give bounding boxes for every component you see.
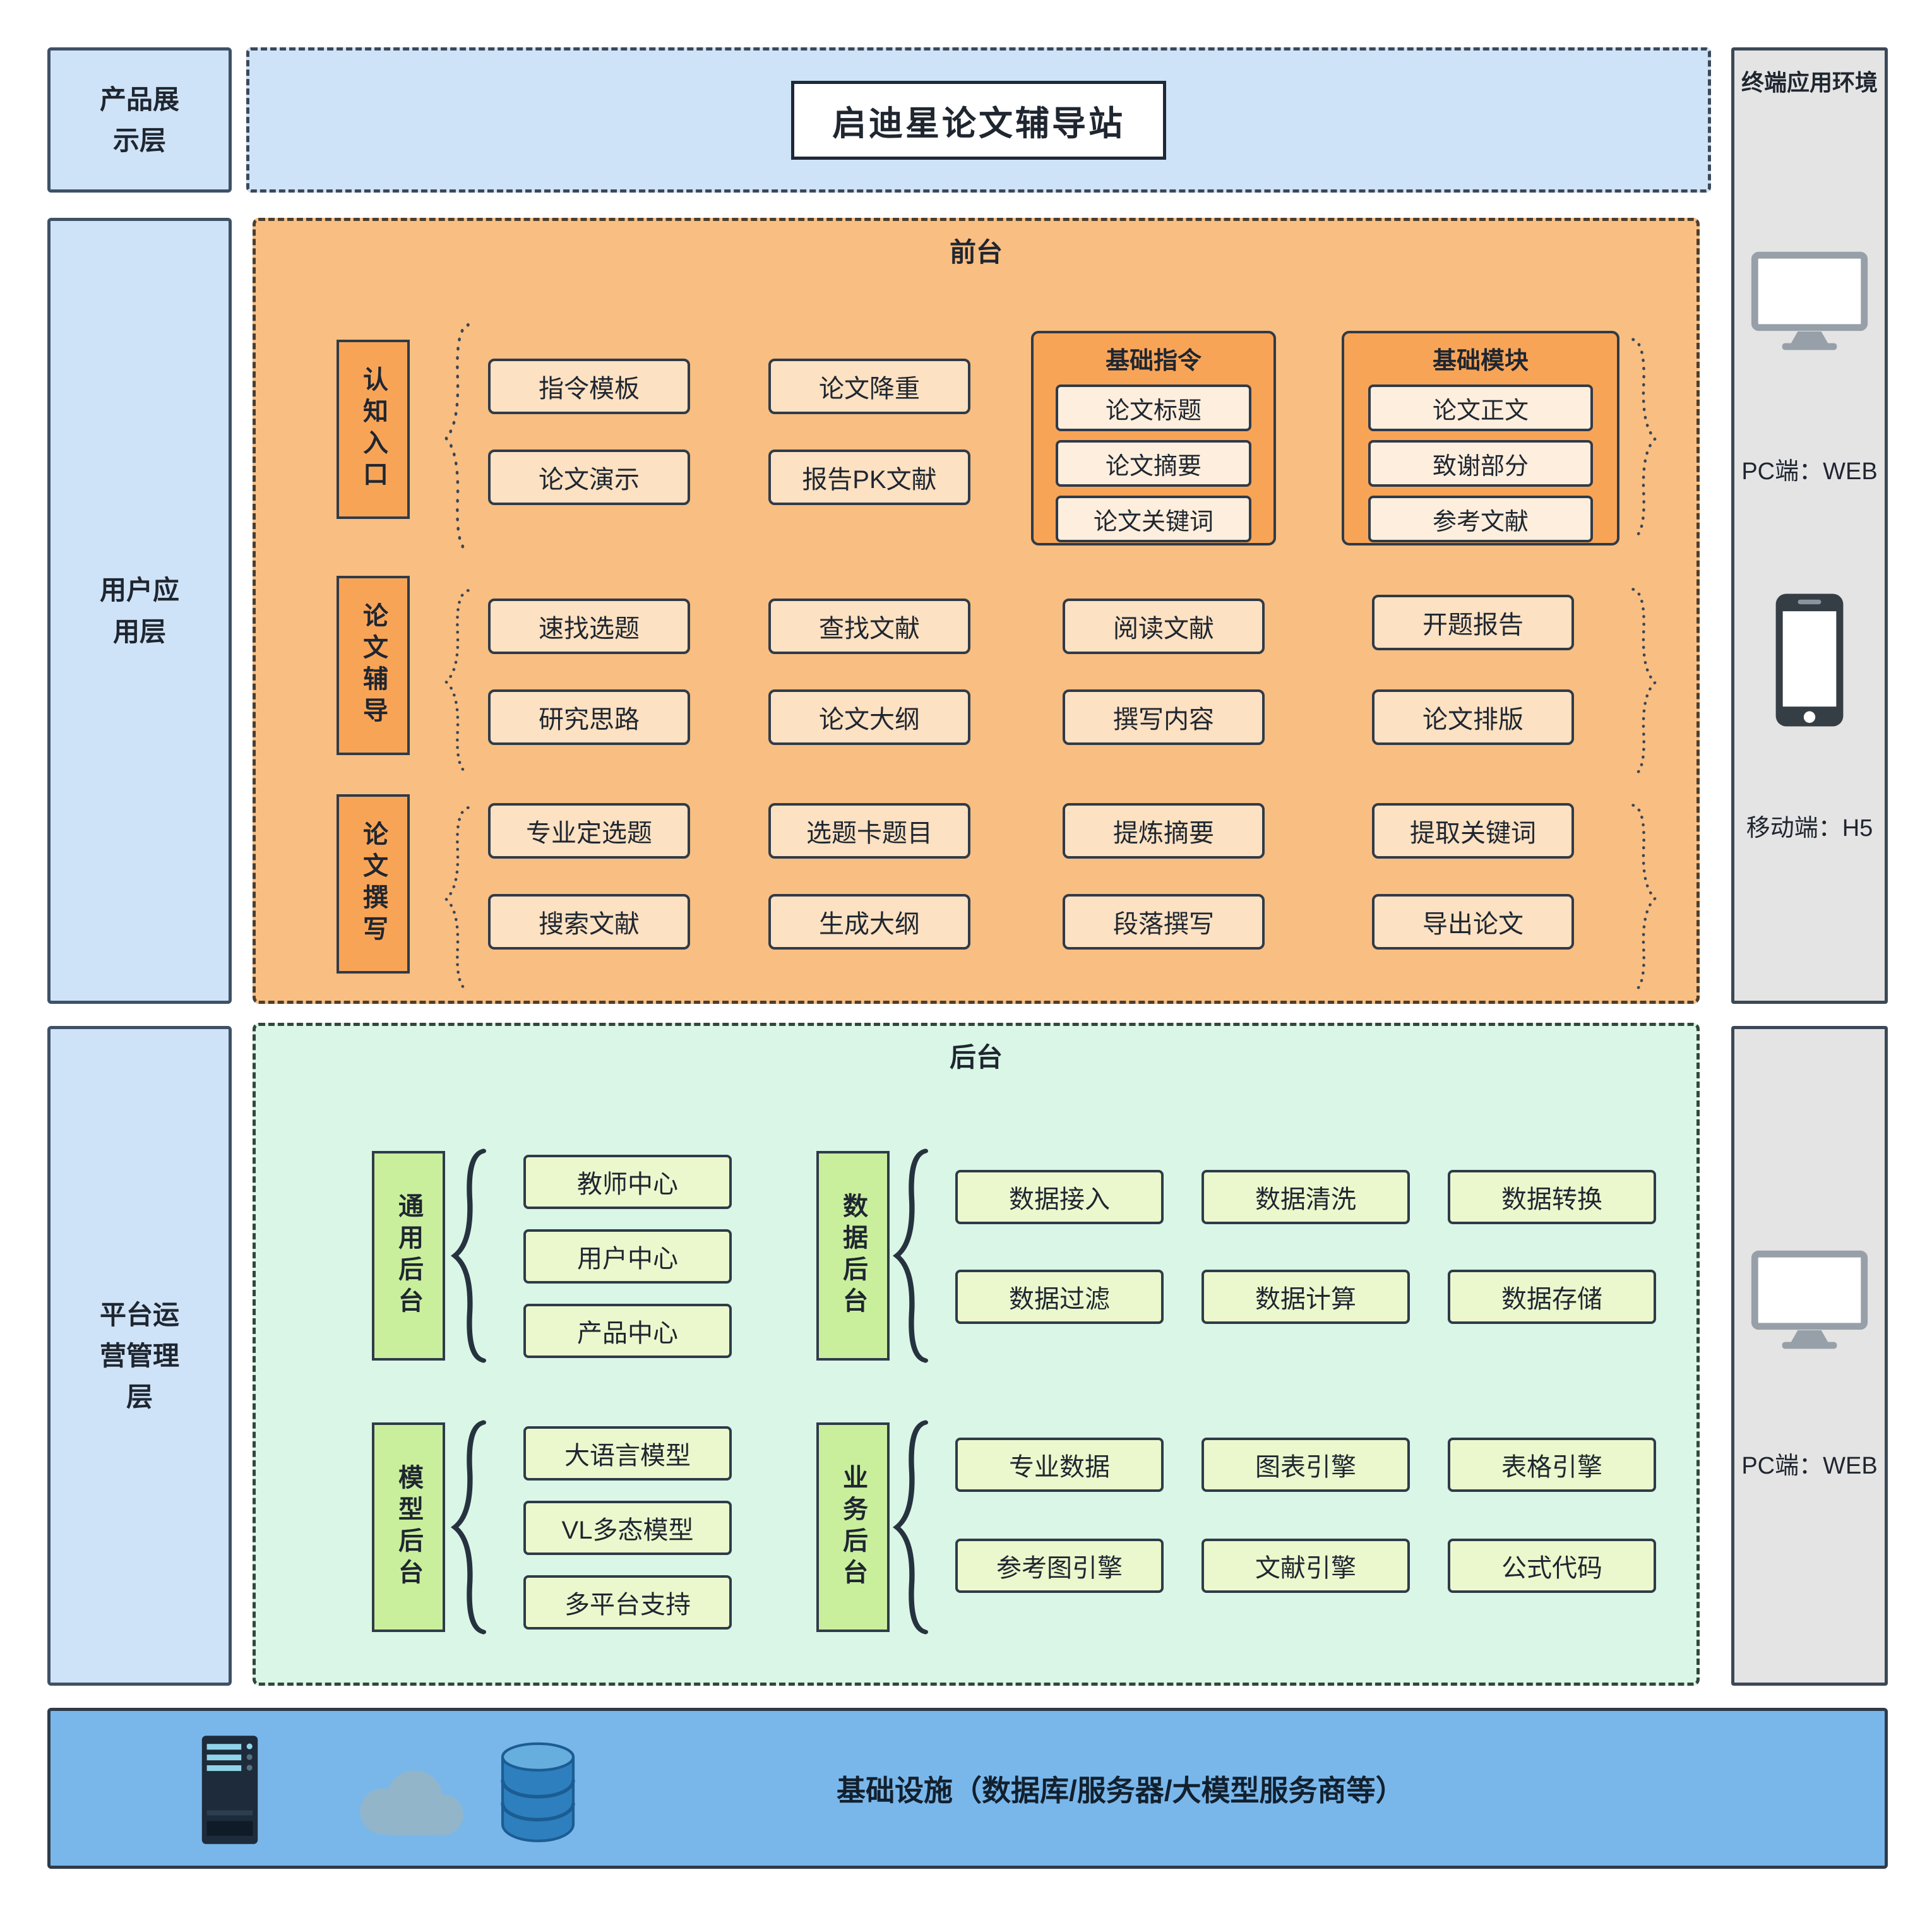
back-item: 数据接入 [955,1170,1164,1224]
back-item: 数据存储 [1448,1270,1656,1324]
front-item: 速找选题 [488,599,690,654]
front-item: 论文演示 [488,450,690,505]
front-item: 生成大纲 [768,894,970,950]
front-item: 搜索文献 [488,894,690,950]
back-item: 教师中心 [523,1155,732,1209]
backend-label-business: 业务后台 [816,1422,890,1632]
infrastructure-label: 基础设施（数据库/服务器/大模型服务商等） [837,1773,1405,1807]
back-item: 公式代码 [1448,1539,1656,1593]
front-item: 论文大纲 [768,689,970,745]
front-item: 开题报告 [1372,595,1574,650]
back-item: 数据过滤 [955,1270,1164,1324]
group-item: 论文正文 [1368,384,1593,431]
front-item: 论文降重 [768,359,970,414]
group-item: 论文标题 [1056,384,1251,431]
group-item: 致谢部分 [1368,440,1593,487]
row-label-paper-writing: 论文撰写 [337,794,410,974]
terminal-mobile-label: 移动端：H5 [1746,815,1873,842]
frontend-section: 前台 认知入口 论文辅导 论文撰写 [253,218,1700,1004]
front-item: 查找文献 [768,599,970,654]
brace [450,1419,488,1636]
page-title: 启迪星论文辅导站 [791,80,1166,160]
brace [892,1419,930,1636]
group-title: 基础指令 [1105,348,1202,374]
back-item: 专业数据 [955,1438,1164,1492]
group-basic-instructions: 基础指令 论文标题 论文摘要 论文关键词 [1031,331,1276,545]
layer-platform-operation: 平台运营管理层 [47,1026,232,1686]
dotted-brace-left [443,321,472,556]
front-item: 段落撰写 [1063,894,1265,950]
backend-label-model: 模型后台 [372,1422,445,1632]
backend-section: 后台 通用后台 数据后台 模型后台 业务后台 教师中心 [253,1023,1700,1686]
row-label-paper-tutoring: 论文辅导 [337,576,410,755]
back-item: 表格引擎 [1448,1438,1656,1492]
product-display-strip: 启迪星论文辅导站 [246,47,1711,193]
infrastructure-bar: 基础设施（数据库/服务器/大模型服务商等） [47,1708,1888,1869]
front-item: 研究思路 [488,689,690,745]
database-icon [494,1737,582,1844]
monitor-icon [1751,1250,1868,1352]
front-item: 报告PK文献 [768,450,970,505]
front-item: 选题卡题目 [768,803,970,859]
group-item: 参考文献 [1368,496,1593,542]
frontend-title: 前台 [949,237,1003,267]
group-title: 基础模块 [1432,348,1529,374]
front-item: 专业定选题 [488,803,690,859]
terminal-pc-label: PC端：WEB [1741,458,1878,485]
backend-label-data: 数据后台 [816,1151,890,1361]
terminal-environment-panel: 终端应用环境 PC端：WEB 移动端：H5 [1731,47,1888,1004]
group-item: 论文摘要 [1056,440,1251,487]
dotted-brace-right [1630,802,1659,995]
layer-product-display: 产品展示层 [47,47,232,193]
backend-title: 后台 [949,1042,1003,1072]
front-item: 撰写内容 [1063,689,1265,745]
back-item: 数据计算 [1202,1270,1410,1324]
back-item: 用户中心 [523,1229,732,1284]
dotted-brace-right [1630,586,1659,779]
admin-pc-label: PC端：WEB [1741,1453,1878,1479]
back-item: 文献引擎 [1202,1539,1410,1593]
front-item: 论文排版 [1372,689,1574,745]
group-basic-modules: 基础模块 论文正文 致谢部分 参考文献 [1342,331,1619,545]
row-label-cognition-entry: 认知入口 [337,340,410,519]
monitor-icon [1751,251,1868,353]
front-item: 阅读文献 [1063,599,1265,654]
dotted-brace-left [443,587,472,777]
dotted-brace-right [1630,336,1659,542]
front-item: 提炼摘要 [1063,803,1265,859]
back-item: 图表引擎 [1202,1438,1410,1492]
back-item: 产品中心 [523,1304,732,1358]
admin-terminal-panel: PC端：WEB [1731,1026,1888,1686]
layer-user-application: 用户应用层 [47,218,232,1004]
brace [450,1147,488,1364]
back-item: 数据清洗 [1202,1170,1410,1224]
front-item: 提取关键词 [1372,803,1574,859]
backend-label-general: 通用后台 [372,1151,445,1361]
cloud-icon [342,1760,479,1845]
dotted-brace-left [443,804,472,994]
back-item: 参考图引擎 [955,1539,1164,1593]
terminal-env-title: 终端应用环境 [1741,69,1878,95]
smartphone-icon [1772,590,1847,730]
brace [892,1147,930,1364]
back-item: 多平台支持 [523,1575,732,1630]
back-item: 数据转换 [1448,1170,1656,1224]
front-item: 指令模板 [488,359,690,414]
front-item: 导出论文 [1372,894,1574,950]
group-item: 论文关键词 [1056,496,1251,542]
back-item: 大语言模型 [523,1426,732,1481]
server-icon [197,1732,263,1847]
back-item: VL多态模型 [523,1501,732,1555]
